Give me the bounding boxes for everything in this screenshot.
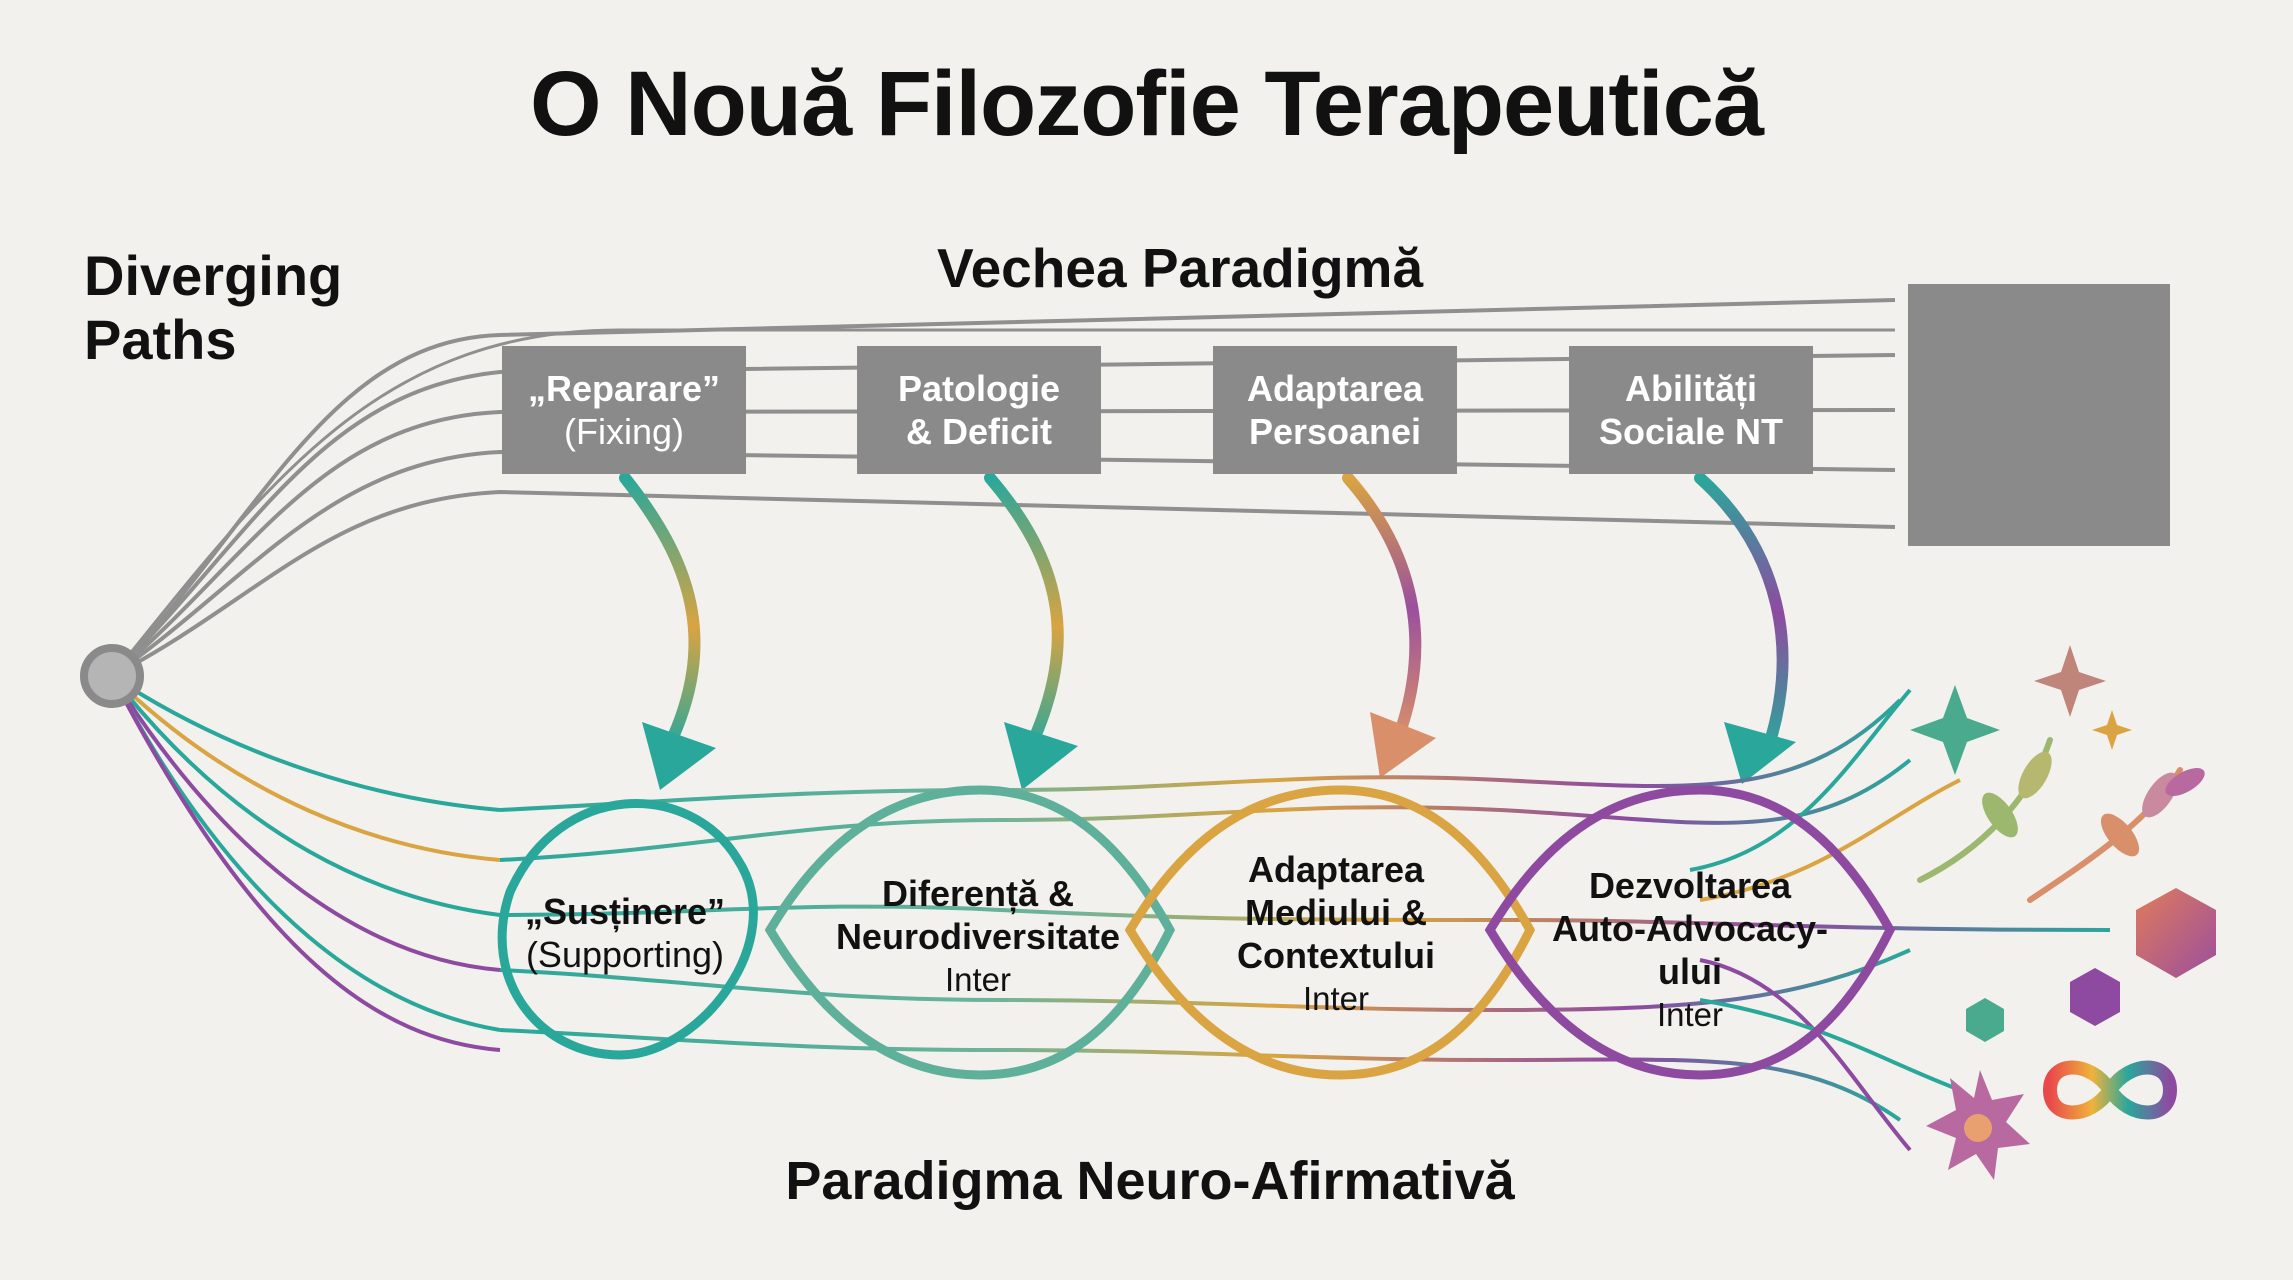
side-label-line: Paths bbox=[84, 308, 237, 371]
node-shapes bbox=[497, 785, 1896, 1080]
node-sub: (Supporting) bbox=[525, 934, 725, 975]
node-line: ului bbox=[1658, 951, 1722, 992]
old-box-person-adaptation: Adaptarea Persoanei bbox=[1213, 346, 1457, 474]
side-label-line: Diverging bbox=[84, 244, 343, 307]
node-line: Auto-Advocacy- bbox=[1551, 908, 1829, 949]
old-box-fixing: „Reparare” (Fixing) bbox=[502, 346, 746, 474]
node-neurodiversity: Diferență & Neurodiversitate Inter bbox=[828, 872, 1128, 1001]
side-label: Diverging Paths bbox=[84, 244, 424, 372]
new-paradigm-title: Paradigma Neuro-Afirmativă bbox=[785, 1151, 1515, 1211]
old-box-line: Patologie bbox=[897, 368, 1061, 409]
node-self-advocacy: Dezvoltarea Auto-Advocacy- ului Inter bbox=[1540, 864, 1840, 1036]
node-line: Diferență & bbox=[881, 873, 1075, 914]
node-line: Mediului & bbox=[1245, 892, 1427, 933]
hexagon-icon bbox=[1966, 888, 2216, 1042]
node-note: Inter bbox=[1302, 980, 1370, 1017]
old-paradigm-end-block bbox=[1908, 284, 2170, 546]
node-note: Inter bbox=[1656, 996, 1724, 1033]
origin-node bbox=[80, 644, 144, 708]
node-environment: Adaptarea Mediului & Contextului Inter bbox=[1186, 848, 1486, 1020]
arrow-3 bbox=[1342, 472, 1436, 778]
old-paradigm-title: Vechea Paradigmă bbox=[936, 237, 1424, 299]
node-line: Dezvoltarea bbox=[1588, 865, 1792, 906]
node-line: Contextului bbox=[1237, 935, 1435, 976]
page-title: O Nouă Filozofie Terapeutică bbox=[530, 53, 1764, 155]
node-supporting: „Susținere” (Supporting) bbox=[475, 890, 775, 976]
sparkle-icon bbox=[1910, 645, 2132, 775]
old-box-line: Adaptarea bbox=[1246, 368, 1424, 409]
old-box-line: (Fixing) bbox=[563, 411, 684, 452]
infinity-icon bbox=[2042, 1060, 2178, 1120]
arrow-1 bbox=[619, 472, 716, 790]
node-line: „Susținere” bbox=[524, 891, 726, 932]
old-box-pathology: Patologie & Deficit bbox=[857, 346, 1101, 474]
old-box-line: Sociale NT bbox=[1598, 411, 1784, 452]
node-line: Neurodiversitate bbox=[835, 916, 1121, 957]
node-note: Inter bbox=[944, 961, 1012, 998]
node-line: Adaptarea bbox=[1247, 849, 1425, 890]
old-box-line: Persoanei bbox=[1248, 411, 1422, 452]
old-box-line: Abilități bbox=[1625, 368, 1757, 409]
transition-arrows bbox=[619, 472, 1796, 790]
arrow-4 bbox=[1694, 472, 1796, 784]
old-box-line: „Reparare” bbox=[527, 368, 721, 409]
old-paradigm-lines bbox=[110, 298, 1896, 678]
old-box-nt-social-skills: Abilități Sociale NT bbox=[1569, 346, 1813, 474]
arrow-2 bbox=[984, 472, 1078, 790]
old-box-line: & Deficit bbox=[905, 411, 1053, 452]
leaf-branch-icon bbox=[1917, 737, 2205, 903]
star-flower-icon bbox=[1926, 1070, 2030, 1180]
